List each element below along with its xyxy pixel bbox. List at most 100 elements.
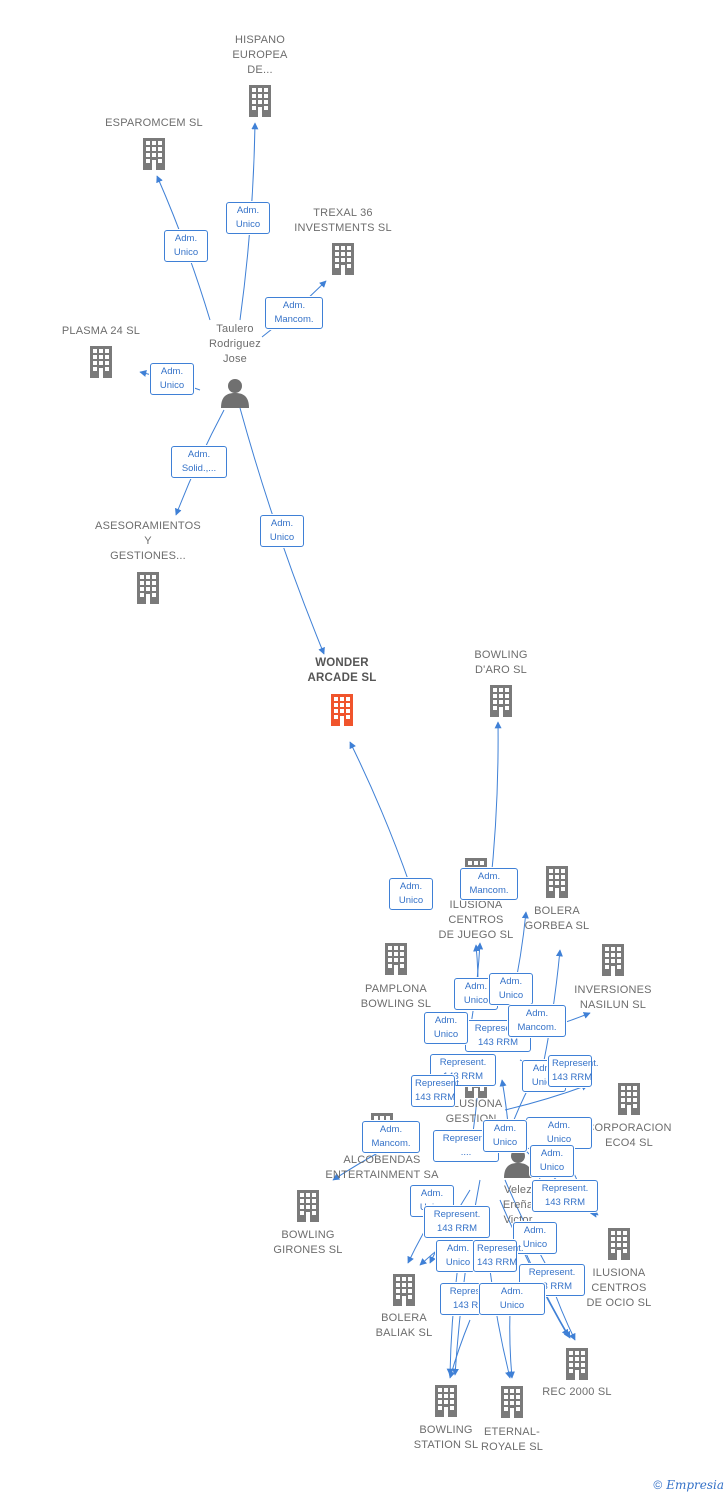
- company-icon[interactable]: [490, 685, 512, 717]
- node-label-line: BALIAK SL: [375, 1327, 433, 1339]
- company-icon[interactable]: [566, 1348, 588, 1380]
- relation-label[interactable]: Adm.Unico: [260, 515, 304, 547]
- node-label-alcobendas[interactable]: ALCOBENDAS ENTERTAINMENT SA: [317, 1153, 447, 1183]
- relation-label[interactable]: Adm.Unico: [436, 1240, 480, 1272]
- relation-label[interactable]: Adm.Unico: [424, 1012, 468, 1044]
- relation-label[interactable]: Represent.143 RRM: [424, 1206, 490, 1238]
- relation-label-line: 143 RRM: [544, 1197, 586, 1208]
- relation-label[interactable]: Adm.Unico: [164, 230, 208, 262]
- relation-label-line: Mancom.: [274, 314, 314, 325]
- relation-label-line: Unico: [159, 380, 185, 391]
- node-label-line: ARCADE SL: [307, 672, 377, 684]
- relation-label-line: Adm.: [379, 1124, 403, 1135]
- relation-label-line: Adm.: [500, 1286, 524, 1297]
- node-label-eternal[interactable]: ETERNAL-ROYALE SL: [447, 1425, 577, 1455]
- relation-label-line: Adm.: [464, 981, 488, 992]
- node-label-line: Ereña: [502, 1199, 534, 1211]
- relation-label[interactable]: Represent.143 RRM: [532, 1180, 598, 1212]
- relation-label-line: Mancom.: [517, 1022, 557, 1033]
- node-label-line: ILUSIONA: [449, 1098, 503, 1110]
- relation-label[interactable]: Adm. Unico: [226, 202, 270, 234]
- relation-label[interactable]: Adm.Unico: [530, 1145, 574, 1177]
- relation-label-line: ....: [460, 1147, 472, 1158]
- node-label-rec2000[interactable]: REC 2000 SL: [512, 1385, 642, 1400]
- company-icon[interactable]: [332, 243, 354, 275]
- relation-edge: [448, 1319, 471, 1379]
- node-label-line: STATION SL: [413, 1439, 479, 1451]
- relation-label[interactable]: Adm.Unico: [479, 1283, 545, 1315]
- node-label-line: ALCOBENDAS: [343, 1154, 421, 1166]
- relation-label[interactable]: Represent.143 RRM: [548, 1055, 598, 1087]
- relation-edge: [489, 1269, 512, 1379]
- node-label-line: CENTROS: [448, 914, 504, 926]
- node-label-line: BOWLING: [419, 1424, 473, 1436]
- company-icon[interactable]: [618, 1083, 640, 1115]
- relation-label-line: 143 RRM: [531, 1281, 573, 1292]
- company-icon[interactable]: [90, 346, 112, 378]
- relation-label-line: Represent.: [449, 1286, 497, 1297]
- company-icon[interactable]: [393, 1274, 415, 1306]
- company-icon[interactable]: [546, 866, 568, 898]
- relation-label[interactable]: Adm.Mancom.: [265, 297, 323, 329]
- node-label-line: D'ARO SL: [475, 664, 527, 676]
- company-icon[interactable]: [435, 1385, 457, 1417]
- node-label-esparomcem[interactable]: ESPAROMCEM SL: [89, 116, 219, 131]
- relation-label[interactable]: Adm.Unico: [483, 1120, 527, 1152]
- node-label-plasma[interactable]: PLASMA 24 SL: [36, 324, 166, 339]
- node-label-line: GIRONES SL: [273, 1244, 343, 1256]
- relation-label[interactable]: Adm.Unico: [489, 973, 533, 1005]
- node-label-bowling_station[interactable]: BOWLING STATION SL: [381, 1423, 511, 1453]
- company-icon[interactable]: [249, 85, 271, 117]
- company-icon[interactable]: [385, 943, 407, 975]
- relation-label-line: Adm.: [547, 1120, 571, 1131]
- relation-label[interactable]: Adm.Unico: [513, 1222, 557, 1254]
- relation-label-line: Adm.: [236, 205, 260, 216]
- relation-label[interactable]: Adm.Mancom.: [362, 1121, 420, 1153]
- company-icon[interactable]: [608, 1228, 630, 1260]
- relation-label-line: Adm.: [523, 1225, 547, 1236]
- relation-label-line: Solid.,...: [181, 463, 217, 474]
- relation-label[interactable]: Adm.Unico: [150, 363, 194, 395]
- relation-label-line: 143 RRM: [415, 1092, 456, 1103]
- relation-label-line: Unico: [235, 219, 261, 230]
- node-label-line: GORBEA SL: [524, 920, 590, 932]
- relation-label[interactable]: Represent.143 RRM: [473, 1240, 523, 1272]
- relation-label-line: Unico: [498, 990, 524, 1001]
- person-icon[interactable]: [221, 379, 249, 408]
- focus-company-icon[interactable]: [331, 694, 353, 726]
- relation-label[interactable]: Adm.Mancom.: [460, 868, 518, 900]
- relation-label-line: Unico: [445, 1257, 471, 1268]
- relation-label[interactable]: Adm.Unico: [389, 878, 433, 910]
- relation-label-line: Represent.: [433, 1209, 481, 1220]
- company-icon[interactable]: [143, 138, 165, 170]
- relation-label[interactable]: Represent.143 RRM: [411, 1075, 461, 1107]
- node-label-line: NASILUN SL: [579, 999, 647, 1011]
- node-label-line: Velez: [504, 1184, 532, 1196]
- relation-label-line: Represent.: [442, 1133, 490, 1144]
- relation-label[interactable]: Adm.Solid.,...: [171, 446, 227, 478]
- node-label-line: Rodriguez: [209, 338, 261, 350]
- relation-label[interactable]: Adm.Mancom.: [508, 1005, 566, 1037]
- node-label-line: ENTERTAINMENT SA: [325, 1169, 439, 1181]
- relation-label-line: Adm.: [174, 233, 198, 244]
- relation-label-line: Unico: [531, 1077, 557, 1088]
- company-icon[interactable]: [297, 1190, 319, 1222]
- company-icon[interactable]: [602, 944, 624, 976]
- node-label-line: HISPANO: [234, 34, 286, 46]
- company-icon[interactable]: [137, 572, 159, 604]
- relation-label-line: Unico: [398, 895, 424, 906]
